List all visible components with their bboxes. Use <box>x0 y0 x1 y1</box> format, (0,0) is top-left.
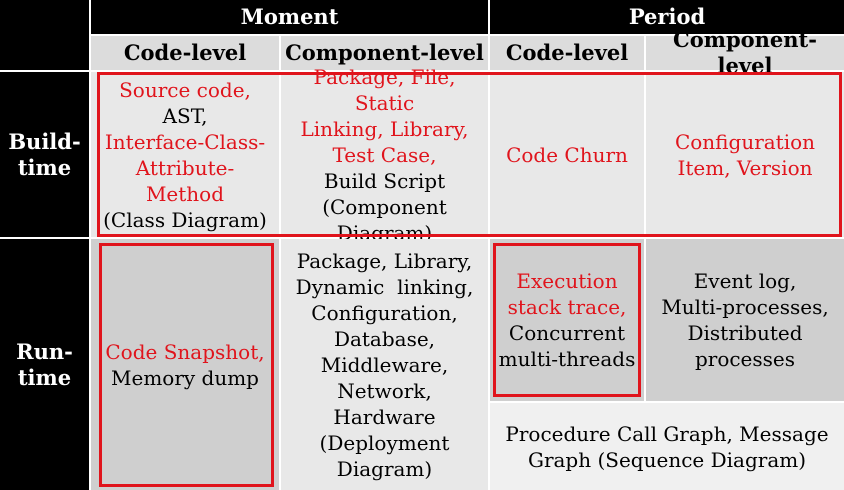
text-deployment: (Deployment <box>319 430 450 455</box>
text-stack-trace: stack trace, <box>507 295 627 319</box>
row-label-build-line2: time <box>17 154 72 180</box>
text-interface-class: Interface-Class- <box>104 129 266 154</box>
row-label-build-line1: Build- <box>8 128 81 154</box>
text-distributed: Distributed <box>687 321 803 345</box>
text-execution: Execution <box>516 269 618 293</box>
row-label-run-time: Run- time <box>0 239 89 490</box>
text-configuration: Configuration <box>674 129 816 154</box>
run-period-code-cell: Execution stack trace, Concurrent multi-… <box>490 239 644 401</box>
text-multi-threads: multi-threads <box>498 347 636 371</box>
row-label-run-line2: time <box>17 364 72 390</box>
text-package-file-static: Package, File, Static <box>313 64 456 115</box>
run-period-span-cell: Procedure Call Graph, Message Graph (Seq… <box>490 403 844 490</box>
build-moment-component-cell: Package, File, Static Linking, Library, … <box>281 65 488 245</box>
build-period-component-cell: Configuration Item, Version <box>646 72 844 237</box>
row-label-build-time: Build- time <box>0 72 89 237</box>
text-code-snapshot: Code Snapshot, <box>105 339 265 364</box>
text-package-library: Package, Library, <box>296 248 473 273</box>
text-build-script: Build Script <box>323 168 446 193</box>
text-event-log: Event log, <box>693 269 797 293</box>
text-ast: AST, <box>162 103 208 128</box>
text-processes: processes <box>694 347 796 371</box>
subheader-moment-code-level: Code-level <box>91 36 279 70</box>
text-deployment-diagram: Diagram) <box>336 456 433 481</box>
text-linking-library: Linking, Library, <box>300 116 469 141</box>
text-concurrent: Concurrent <box>508 321 626 345</box>
corner-top-left <box>0 0 89 70</box>
header-period: Period <box>490 0 844 34</box>
text-network: Network, <box>337 378 432 403</box>
text-configuration-run: Configuration, <box>311 300 458 325</box>
text-sequence-diagram: Graph (Sequence Diagram) <box>527 447 807 472</box>
text-dynamic-linking: Dynamic linking, <box>295 274 474 299</box>
header-moment: Moment <box>91 0 488 34</box>
text-multi-processes: Multi-processes, <box>661 295 829 319</box>
text-class-diagram: (Class Diagram) <box>103 207 267 232</box>
row-label-run-line1: Run- <box>16 338 73 364</box>
subheader-period-component-level: Component-level <box>646 27 844 78</box>
text-attribute: Attribute- <box>135 155 235 180</box>
subheader-period-code-level: Code-level <box>490 36 644 70</box>
text-component: (Component <box>322 194 447 219</box>
build-period-code-cell: Code Churn <box>490 72 644 237</box>
run-moment-code-cell: Code Snapshot, Memory dump <box>91 239 279 490</box>
build-moment-code-cell: Source code, AST, Interface-Class- Attri… <box>91 72 279 237</box>
text-item-version: Item, Version <box>677 155 813 180</box>
text-source-code: Source code, <box>119 77 251 102</box>
text-method: Method <box>145 181 225 206</box>
text-code-churn: Code Churn <box>506 142 628 167</box>
subheader-moment-component-level: Component-level <box>281 36 488 70</box>
run-moment-component-cell: Package, Library, Dynamic linking, Confi… <box>281 239 488 490</box>
text-database: Database, <box>333 326 436 351</box>
text-procedure-call-graph: Procedure Call Graph, Message <box>505 421 829 446</box>
text-test-case: Test Case, <box>332 142 437 167</box>
text-hardware: Hardware <box>333 404 436 429</box>
text-memory-dump: Memory dump <box>111 365 259 390</box>
text-middleware: Middleware, <box>320 352 449 377</box>
run-period-component-cell: Event log, Multi-processes, Distributed … <box>646 239 844 401</box>
